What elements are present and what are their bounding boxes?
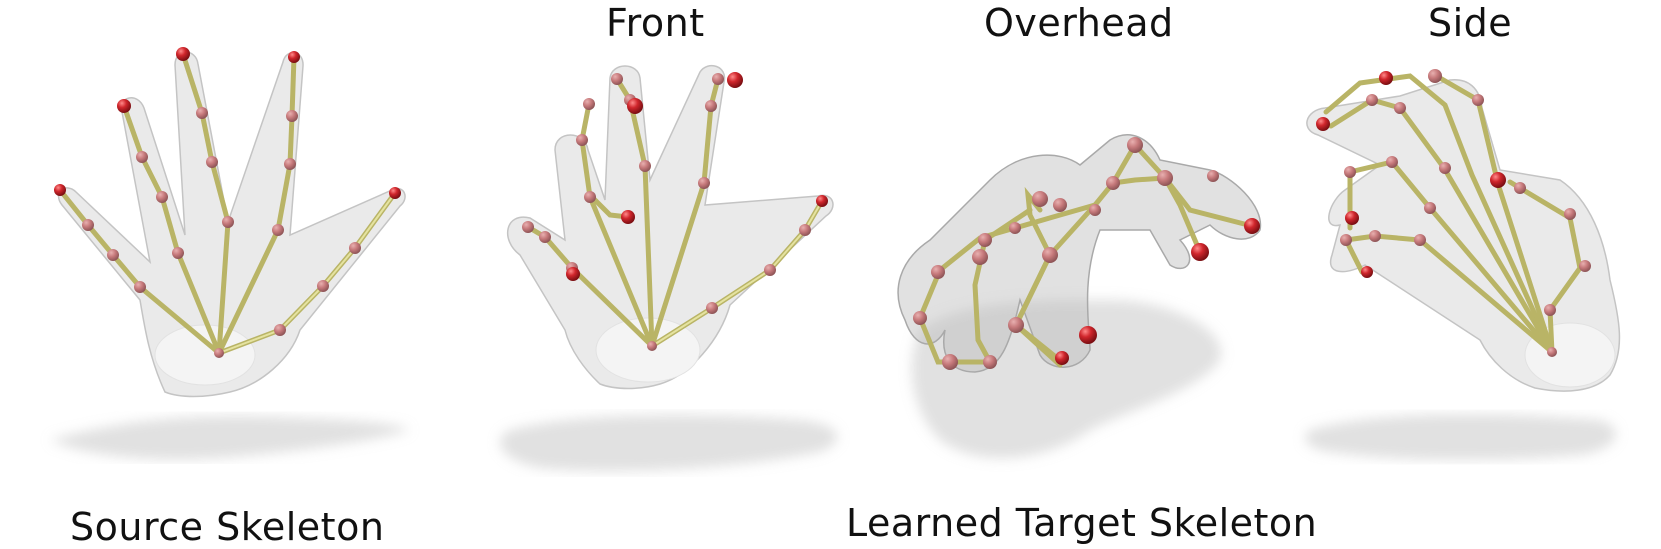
front-hand bbox=[500, 64, 838, 472]
hand-mesh bbox=[506, 64, 834, 390]
view-title-front: Front bbox=[606, 1, 705, 45]
side-joints bbox=[1316, 69, 1591, 357]
front-joints bbox=[522, 72, 828, 351]
source-joints bbox=[54, 47, 401, 358]
hand-mesh bbox=[897, 134, 1262, 373]
source-hand bbox=[50, 47, 410, 460]
caption-learned-target-skeleton: Learned Target Skeleton bbox=[846, 501, 1318, 545]
overhead-joints bbox=[913, 137, 1260, 370]
overhead-hand bbox=[897, 134, 1262, 459]
caption-source-skeleton: Source Skeleton bbox=[70, 505, 385, 549]
side-hand bbox=[1305, 69, 1621, 460]
view-title-side: Side bbox=[1428, 1, 1513, 45]
view-title-overhead: Overhead bbox=[984, 1, 1174, 45]
